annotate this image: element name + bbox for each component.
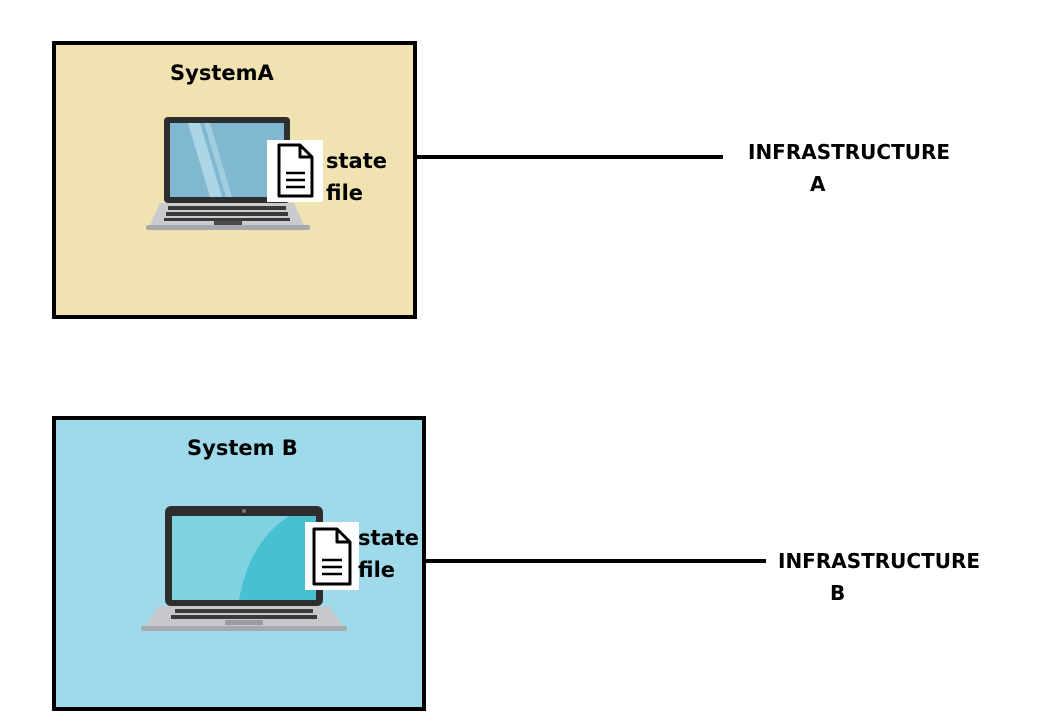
connector-line-a [417, 155, 723, 159]
state-file-label-line2: file [326, 181, 364, 205]
state-file-label-line1: state [358, 526, 419, 550]
state-file-label-line1: state [326, 149, 387, 173]
document-icon [267, 140, 323, 202]
laptop-icon [141, 506, 347, 631]
laptop-icon [146, 117, 310, 230]
infrastructure-b-line2: B [830, 581, 846, 605]
state-file-label-line2: file [358, 558, 396, 582]
document-icon [305, 522, 359, 590]
system-a-title: SystemA [170, 61, 274, 85]
state-file-label: state file [326, 145, 387, 209]
connector-line-b [426, 559, 766, 563]
infrastructure-a-line1: INFRASTRUCTURE [748, 140, 951, 164]
system-b-box: System B state file [52, 416, 426, 711]
infrastructure-a-label: INFRASTRUCTURE A [748, 136, 950, 200]
infrastructure-a-line2: A [810, 172, 826, 196]
state-file-label: state file [358, 522, 419, 586]
system-b-title: System B [187, 436, 298, 460]
system-a-box: SystemA state file [52, 41, 417, 319]
infrastructure-b-label: INFRASTRUCTURE B [778, 545, 980, 609]
infrastructure-b-line1: INFRASTRUCTURE [778, 549, 981, 573]
